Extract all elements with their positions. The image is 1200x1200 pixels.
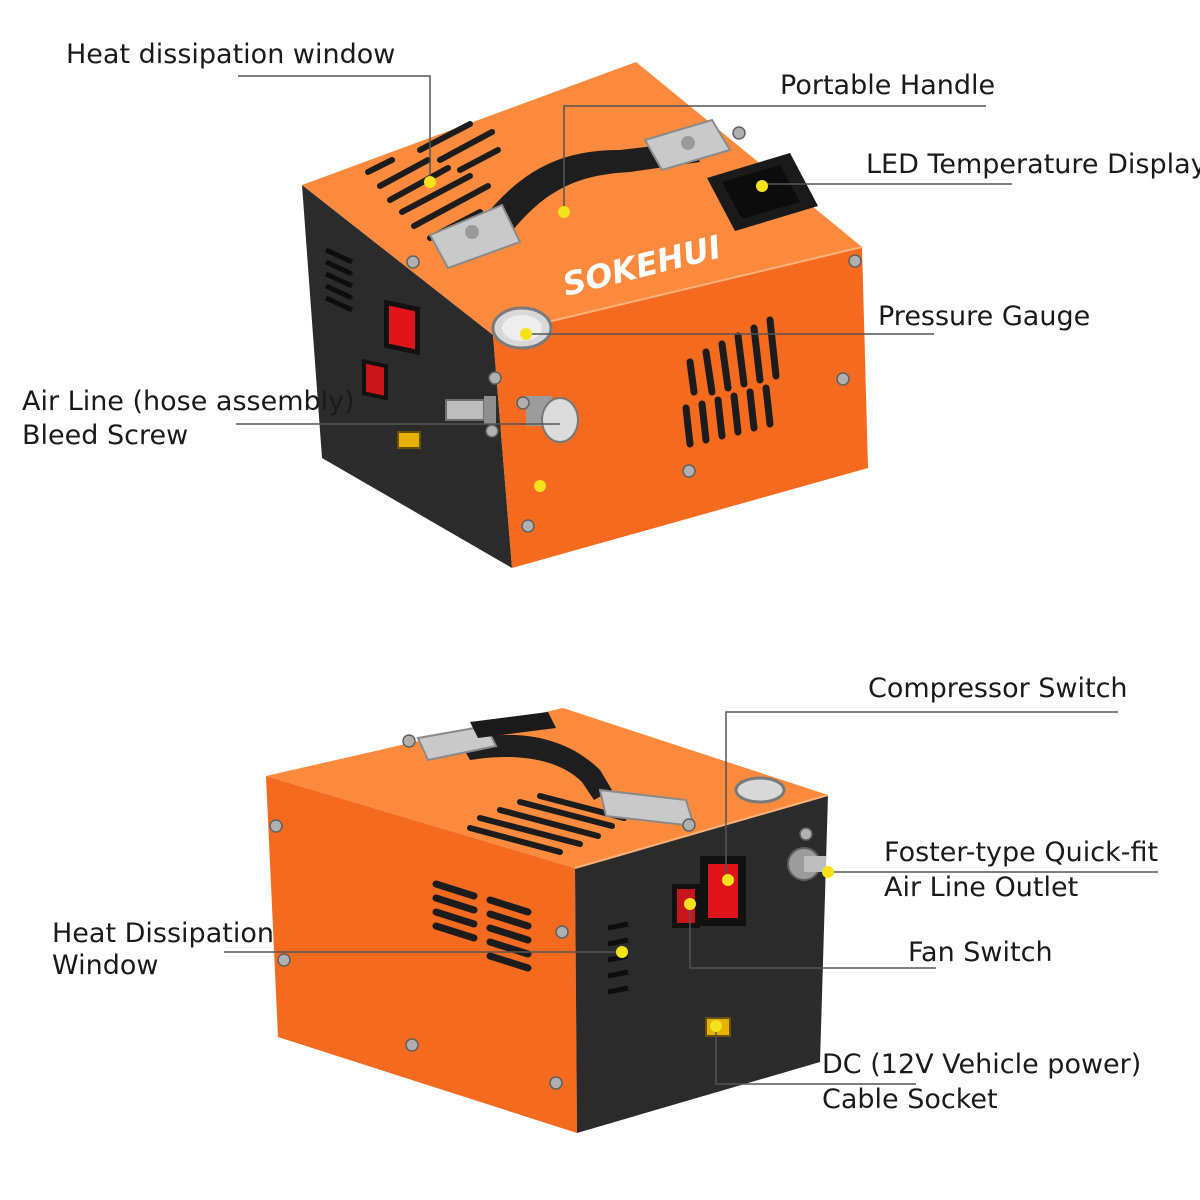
bottom-quick-fit-outlet [787,847,826,881]
compressor-top-view: SOKEHUI [302,62,868,568]
marker-dc-socket [710,1020,722,1032]
label-cable-socket: Cable Socket [822,1084,998,1115]
marker-led [756,180,768,192]
marker-heat-window-bottom [616,946,628,958]
label-heat-dissipation-window: Heat dissipation window [66,39,396,70]
pressure-gauge [491,306,553,350]
bottom-portable-handle [416,712,696,828]
bottom-front-panel-black [575,795,828,1133]
bottom-switches [672,856,746,928]
label-bleed-screw: Bleed Screw [22,420,189,451]
bottom-pressure-gauge [734,776,786,804]
portable-handle [428,118,732,270]
leader-lines [224,75,1158,1085]
label-pressure-gauge: Pressure Gauge [878,301,1091,332]
top-panel-orange [302,62,862,335]
label-air-line-hose-assembly: Air Line (hose assembly) [22,386,355,417]
bleed-screw [526,396,579,443]
marker-fan-switch [684,898,696,910]
label-led-temperature-display: LED Temperature Display [866,149,1200,180]
label-fan-switch: Fan Switch [908,937,1053,968]
screws [406,126,862,533]
callout-markers [424,176,834,1032]
label-portable-handle: Portable Handle [780,70,996,101]
bottom-side-panel-orange [266,776,577,1133]
bottom-screws [269,734,813,1090]
marker-heat-window [424,176,436,188]
marker-foster [822,866,834,878]
led-temperature-display [707,153,818,231]
label-dc-vehicle-power: DC (12V Vehicle power) [822,1049,1142,1080]
front-vent-slots [682,316,780,448]
marker-handle [558,206,570,218]
dc-socket [397,431,421,449]
power-switches [362,299,420,401]
label-compressor-switch: Compressor Switch [868,673,1128,704]
marker-compressor-switch [722,874,734,886]
label-foster-quick-fit: Foster-type Quick-fit [884,837,1159,868]
side-panel-black [302,185,512,568]
side-vent-slots [324,247,354,313]
marker-gauge [520,328,532,340]
label-heat-dissipation: Heat Dissipation [52,918,274,949]
compressor-bottom-view [266,708,829,1133]
label-air-line-outlet: Air Line Outlet [884,872,1079,903]
marker-air-line [534,480,546,492]
bottom-top-vents [467,793,627,855]
quick-fit-fitting [445,396,496,424]
label-window: Window [52,950,159,981]
bottom-side-vents [432,880,532,972]
